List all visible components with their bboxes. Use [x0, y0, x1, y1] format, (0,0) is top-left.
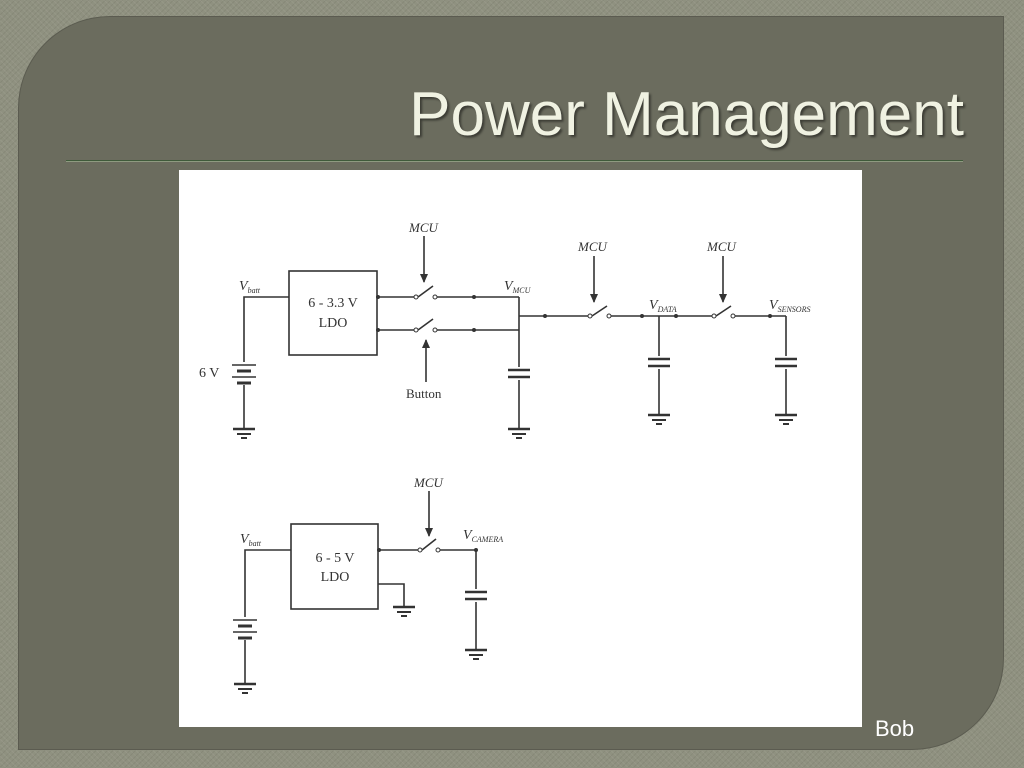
title-divider: [66, 160, 963, 162]
button-label: Button: [406, 386, 442, 401]
battery-voltage-label: 6 V: [199, 366, 219, 381]
circuit-nodes: [376, 295, 772, 552]
mcu-label-3: MCU: [706, 239, 738, 254]
ldo1-name-label: LDO: [319, 316, 348, 331]
ldo-3v3-box: [288, 270, 378, 356]
circuit-svg: MCU MCU MCU MCU Button 6 V Vbatt Vbatt V…: [199, 220, 810, 694]
vcamera-label: VCAMERA: [463, 528, 503, 544]
mcu-label-1: MCU: [408, 220, 440, 235]
vbatt-label-1: Vbatt: [239, 279, 261, 295]
switch-contacts: [413, 294, 736, 553]
ldo-5v-box: [290, 523, 379, 610]
vsensors-label: VSENSORS: [769, 298, 810, 314]
mcu-label-2: MCU: [577, 239, 609, 254]
circuit-diagram: MCU MCU MCU MCU Button 6 V Vbatt Vbatt V…: [179, 170, 862, 727]
mcu-label-4: MCU: [413, 475, 445, 490]
vdata-label: VDATA: [649, 298, 677, 314]
footer-author: Bob: [875, 716, 915, 741]
ldo1-range-label: 6 - 3.3 V: [308, 296, 358, 311]
vbatt-label-2: Vbatt: [240, 532, 262, 548]
ldo2-range-label: 6 - 5 V: [315, 551, 354, 566]
slide-title: Power Management: [409, 80, 964, 149]
circuit-wires: [232, 236, 797, 694]
vmcu-label: VMCU: [504, 279, 532, 295]
ldo2-name-label: LDO: [321, 570, 350, 585]
